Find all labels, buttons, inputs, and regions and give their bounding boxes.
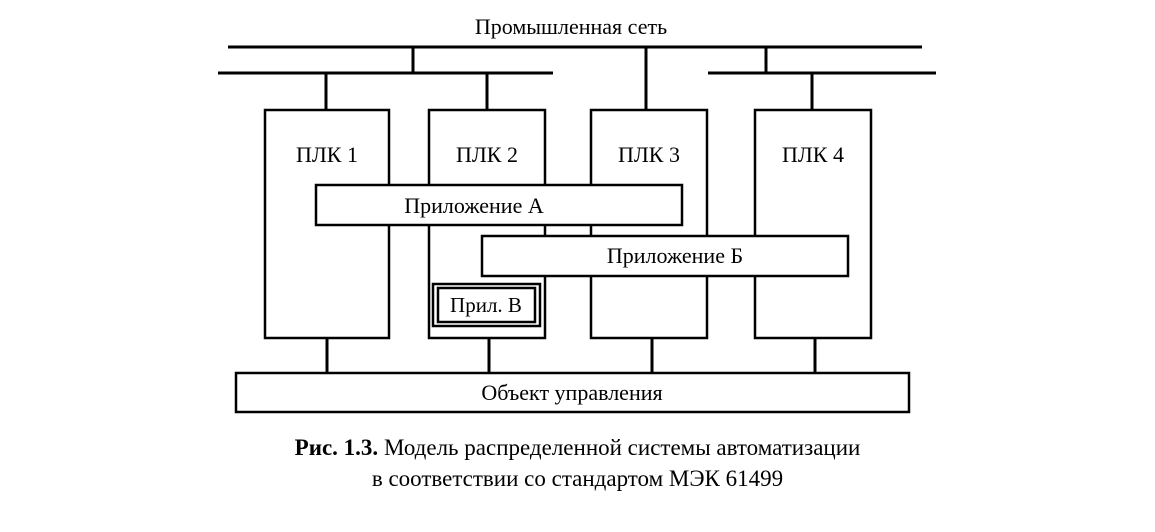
application-b-label: Приложение Б (607, 243, 743, 268)
application-b-box (480, 234, 850, 278)
control-object-label: Объект управления (481, 380, 662, 405)
figure-caption-text-1: Модель распределенной системы автоматиза… (383, 435, 861, 460)
plc-1-label: ПЛК 1 (296, 142, 358, 167)
plc-4-box (753, 108, 873, 340)
figure-caption-line-1: Рис. 1.3. Модель распределенной системы … (0, 433, 1155, 463)
application-c-label: Прил. В (450, 293, 522, 317)
plc-4-label: ПЛК 4 (782, 142, 844, 167)
figure-caption-line-2: в соответствии со стандартом МЭК 61499 (0, 464, 1155, 494)
application-a-box (314, 183, 684, 227)
application-c-box-inner (436, 286, 537, 324)
plc-3-label: ПЛК 3 (618, 142, 680, 167)
control-object-box (234, 371, 911, 414)
plc-2-label: ПЛК 2 (456, 142, 518, 167)
figure-number: Рис. 1.3. (294, 435, 379, 460)
application-a-label: Приложение А (404, 193, 544, 218)
figure-caption-text-2: в соответствии со стандартом МЭК 61499 (371, 466, 784, 491)
network-label: Промышленная сеть (475, 14, 667, 39)
